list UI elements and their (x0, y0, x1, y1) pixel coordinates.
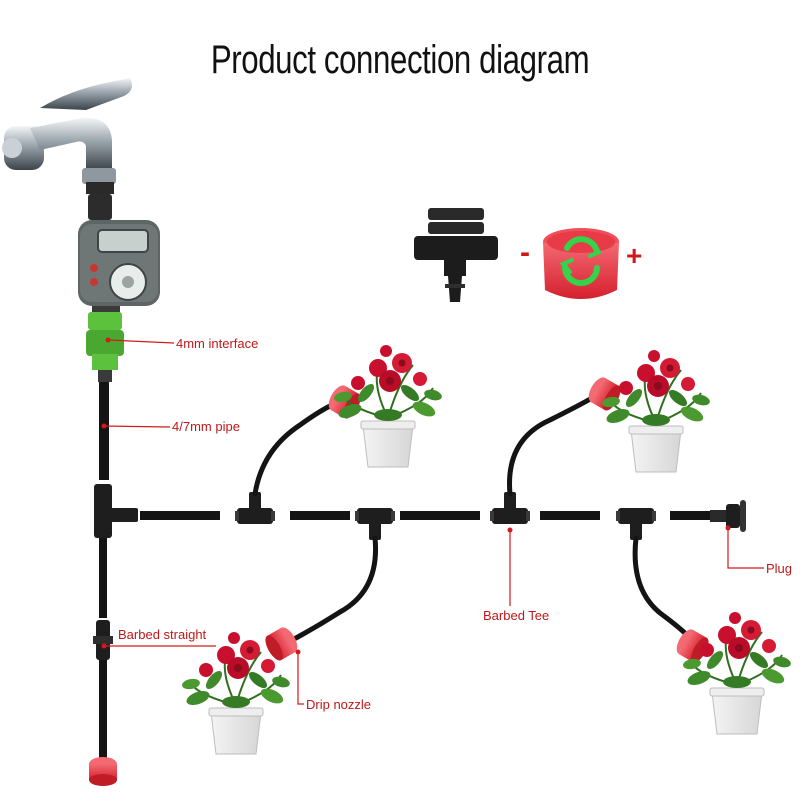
interface-label: 4mm interface (176, 336, 259, 351)
interface-connector-icon (86, 312, 124, 382)
branch-tube-3 (507, 395, 595, 497)
barbed-tee-4 (616, 508, 656, 540)
branch-tube-4 (632, 535, 691, 639)
barbed-tee-2 (355, 508, 395, 540)
barbed-tee-3 (490, 492, 530, 524)
barbed-straight-connector (93, 620, 113, 660)
plug-label: Plug (766, 561, 793, 576)
end-plug-icon (710, 500, 746, 532)
water-timer-icon (78, 194, 160, 314)
drip-head-base-icon (414, 208, 498, 302)
drip-nozzle-label: Drip nozzle (306, 697, 372, 712)
drip-nozzle-2-icon (261, 624, 302, 664)
drip-nozzle-leader-line (297, 652, 304, 705)
flower-pot-2-icon (601, 350, 711, 472)
interface-leader-line (107, 339, 175, 344)
pipe-label: 4/7mm pipe (172, 419, 240, 434)
branch-tube-1 (252, 403, 333, 497)
barbed-straight-label: Barbed straight (118, 627, 207, 642)
main-vertical-pipe (99, 382, 109, 758)
diagram-title: Product connection diagram (210, 38, 590, 82)
rotate-arrows-icon (559, 236, 603, 286)
minus-sign: - (520, 236, 530, 269)
barbed-tee-1 (235, 492, 275, 524)
branch-tube-2 (293, 535, 379, 641)
flower-pot-1-icon (333, 345, 443, 467)
vertical-barbed-tee (94, 484, 138, 538)
end-nozzle-icon (89, 757, 117, 786)
plug-leader-line (727, 528, 764, 569)
flower-pot-4-icon (682, 612, 792, 734)
pipe-leader-line (103, 425, 171, 428)
faucet-icon (2, 78, 132, 194)
main-horizontal-pipe (140, 511, 710, 520)
barbed-tee-label: Barbed Tee (483, 608, 550, 623)
plus-sign: + (626, 240, 643, 271)
